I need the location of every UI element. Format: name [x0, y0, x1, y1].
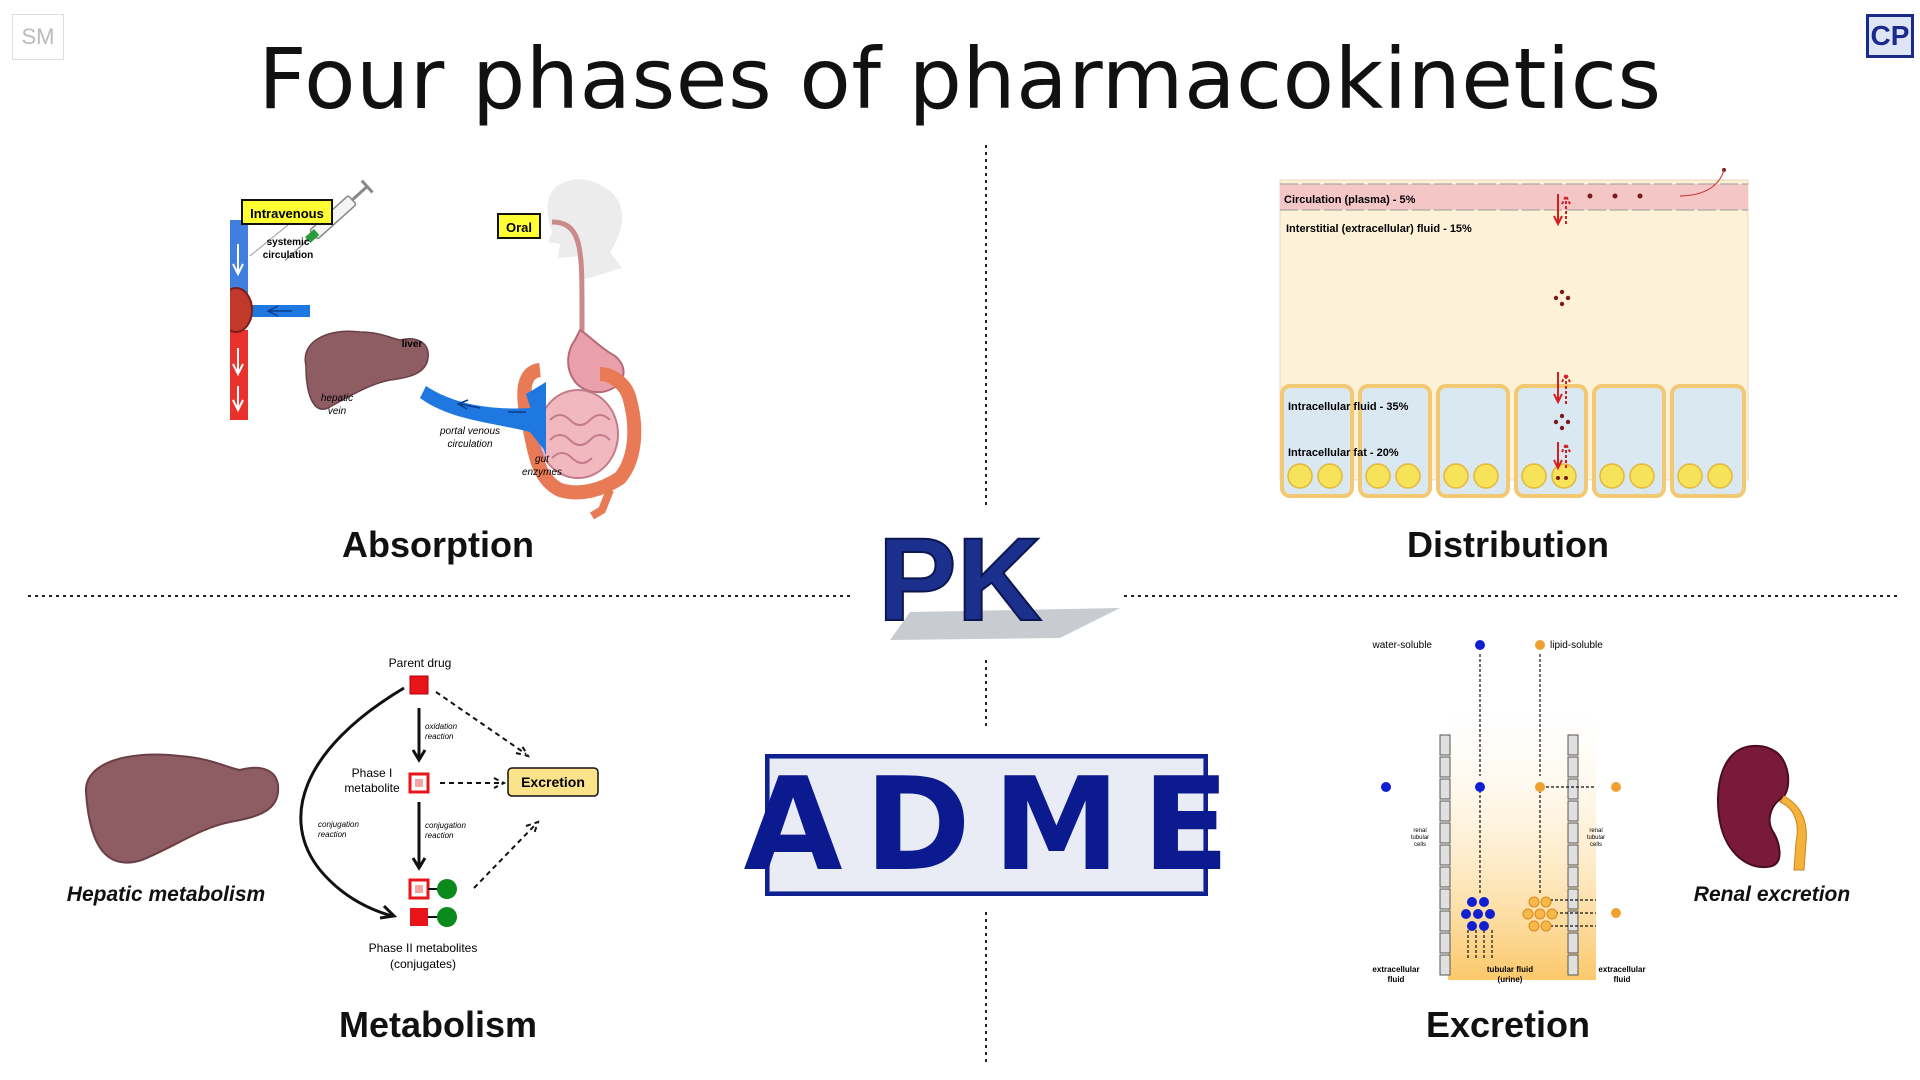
- intracellular-fat-label: Intracellular fat - 20%: [1288, 447, 1399, 459]
- phase2-icons: [408, 878, 457, 927]
- water-soluble-icon: [1475, 640, 1485, 650]
- hepatic-metabolism-label: Hepatic metabolism: [66, 883, 266, 906]
- heart-icon: [230, 287, 253, 333]
- extracellular-right-2: fluid: [1614, 975, 1631, 984]
- absorption-heading: Absorption: [342, 524, 534, 565]
- conj-left-label-2: reaction: [318, 830, 347, 839]
- liver-icon: [304, 330, 429, 410]
- hepatic-liver: [84, 753, 280, 864]
- conj-right-label-2: reaction: [425, 831, 454, 840]
- renal-cells-right-1: renal: [1589, 828, 1602, 834]
- renal-cells-left-1: renal: [1413, 828, 1426, 834]
- extracellular-left-1: extracellular: [1372, 965, 1419, 974]
- tubular-fluid-label-1: tubular fluid: [1487, 965, 1533, 974]
- phase2-label-2: (conjugates): [390, 957, 456, 971]
- water-cluster: [1461, 897, 1495, 931]
- aorta: [230, 330, 248, 420]
- lipid-soluble-label: lipid-soluble: [1550, 640, 1603, 651]
- plasma-label: Circulation (plasma) - 5%: [1284, 194, 1416, 206]
- interstitial-label: Interstitial (extracellular) fluid - 15%: [1286, 223, 1472, 235]
- parent-drug-icon: [409, 675, 429, 695]
- extracellular-right-1: extracellular: [1598, 965, 1645, 974]
- excretion-box: [507, 767, 599, 797]
- excretion-heading: Excretion: [1425, 1004, 1591, 1045]
- plasma-band: [1280, 184, 1748, 210]
- pk-text: PK: [878, 514, 1042, 646]
- blood-water-icon: [1381, 782, 1391, 792]
- sm-badge: SM: [12, 14, 64, 60]
- conj-left-label-1: conjugation: [318, 820, 359, 829]
- distribution-diagram: Circulation (plasma) - 5% Interstitial (…: [1279, 168, 1749, 498]
- small-intestine: [537, 389, 619, 479]
- intracellular-fluid-label: Intracellular fluid - 35%: [1288, 401, 1409, 413]
- renal-cells-left-2: tubular: [1411, 835, 1429, 841]
- distribution-heading: Distribution: [1407, 524, 1609, 565]
- esophagus: [551, 219, 585, 350]
- gut-label-1: gut: [535, 454, 550, 465]
- hepatic-label-2: vein: [328, 406, 347, 417]
- extracellular-left-2: fluid: [1388, 975, 1405, 984]
- renal-cells-left-3: cells: [1414, 842, 1426, 848]
- portal-label-2: circulation: [447, 439, 492, 450]
- page-title: Four phases of pharmacokinetics: [258, 30, 1662, 128]
- absorption-diagram: Intravenous Oral systemic circulation li…: [230, 179, 642, 520]
- tubule-walls: [1439, 734, 1579, 976]
- lipid-cluster: [1522, 896, 1558, 932]
- excretion-diagram: water-soluble lipid-soluble renal tubula…: [1372, 640, 1646, 984]
- water-soluble-label: water-soluble: [1372, 640, 1433, 651]
- oxidation-label-1: oxidation: [425, 722, 458, 731]
- metabolism-diagram: Parent drug oxidation reaction Phase I m…: [299, 656, 599, 971]
- head-silhouette: [547, 179, 623, 280]
- exchange-arrows: [1553, 193, 1571, 471]
- metabolism-heading: Metabolism: [338, 1004, 538, 1045]
- conj-right-label-1: conjugation: [425, 821, 466, 830]
- intravenous-label: Intravenous: [250, 206, 324, 221]
- gut-label-2: enzymes: [522, 467, 562, 478]
- renal-cells-right-3: cells: [1590, 842, 1602, 848]
- liver-icon: [84, 753, 280, 864]
- phase2-label-1: Phase II metabolites: [369, 941, 478, 955]
- systemic-label-2: circulation: [263, 250, 314, 261]
- kidney-icon: [1717, 744, 1807, 871]
- excretion-box-label: Excretion: [521, 774, 585, 790]
- conjugation-arrow: [299, 686, 405, 920]
- oral-label-box: [497, 213, 541, 239]
- liver-label: liver: [402, 339, 423, 350]
- oxidation-label-2: reaction: [425, 732, 454, 741]
- parent-drug-label: Parent drug: [389, 656, 452, 670]
- systemic-label-1: systemic: [267, 237, 310, 248]
- renal-cells-right-2: tubular: [1587, 835, 1605, 841]
- oral-label: Oral: [506, 220, 532, 235]
- adme-box: ADME: [743, 751, 1229, 900]
- adme-text: ADME: [743, 750, 1252, 900]
- cells: [1280, 384, 1746, 498]
- drug-particles: [1553, 168, 1726, 480]
- lipid-soluble-icon: [1535, 640, 1545, 650]
- pk-shadow: [890, 608, 1120, 640]
- portal-label-1: portal venous: [439, 426, 500, 437]
- cp-badge: CP: [1866, 14, 1914, 58]
- renal-excretion-label: Renal excretion: [1693, 883, 1851, 906]
- phase1-label-1: Phase I: [352, 766, 393, 780]
- pk-logo: PK: [877, 513, 1120, 647]
- intravenous-label-box: [241, 199, 333, 225]
- tubular-fluid-label-2: (urine): [1498, 975, 1523, 984]
- hepatic-label-1: hepatic: [321, 393, 353, 404]
- phase1-label-2: metabolite: [344, 781, 400, 795]
- portal-vein: [420, 386, 546, 452]
